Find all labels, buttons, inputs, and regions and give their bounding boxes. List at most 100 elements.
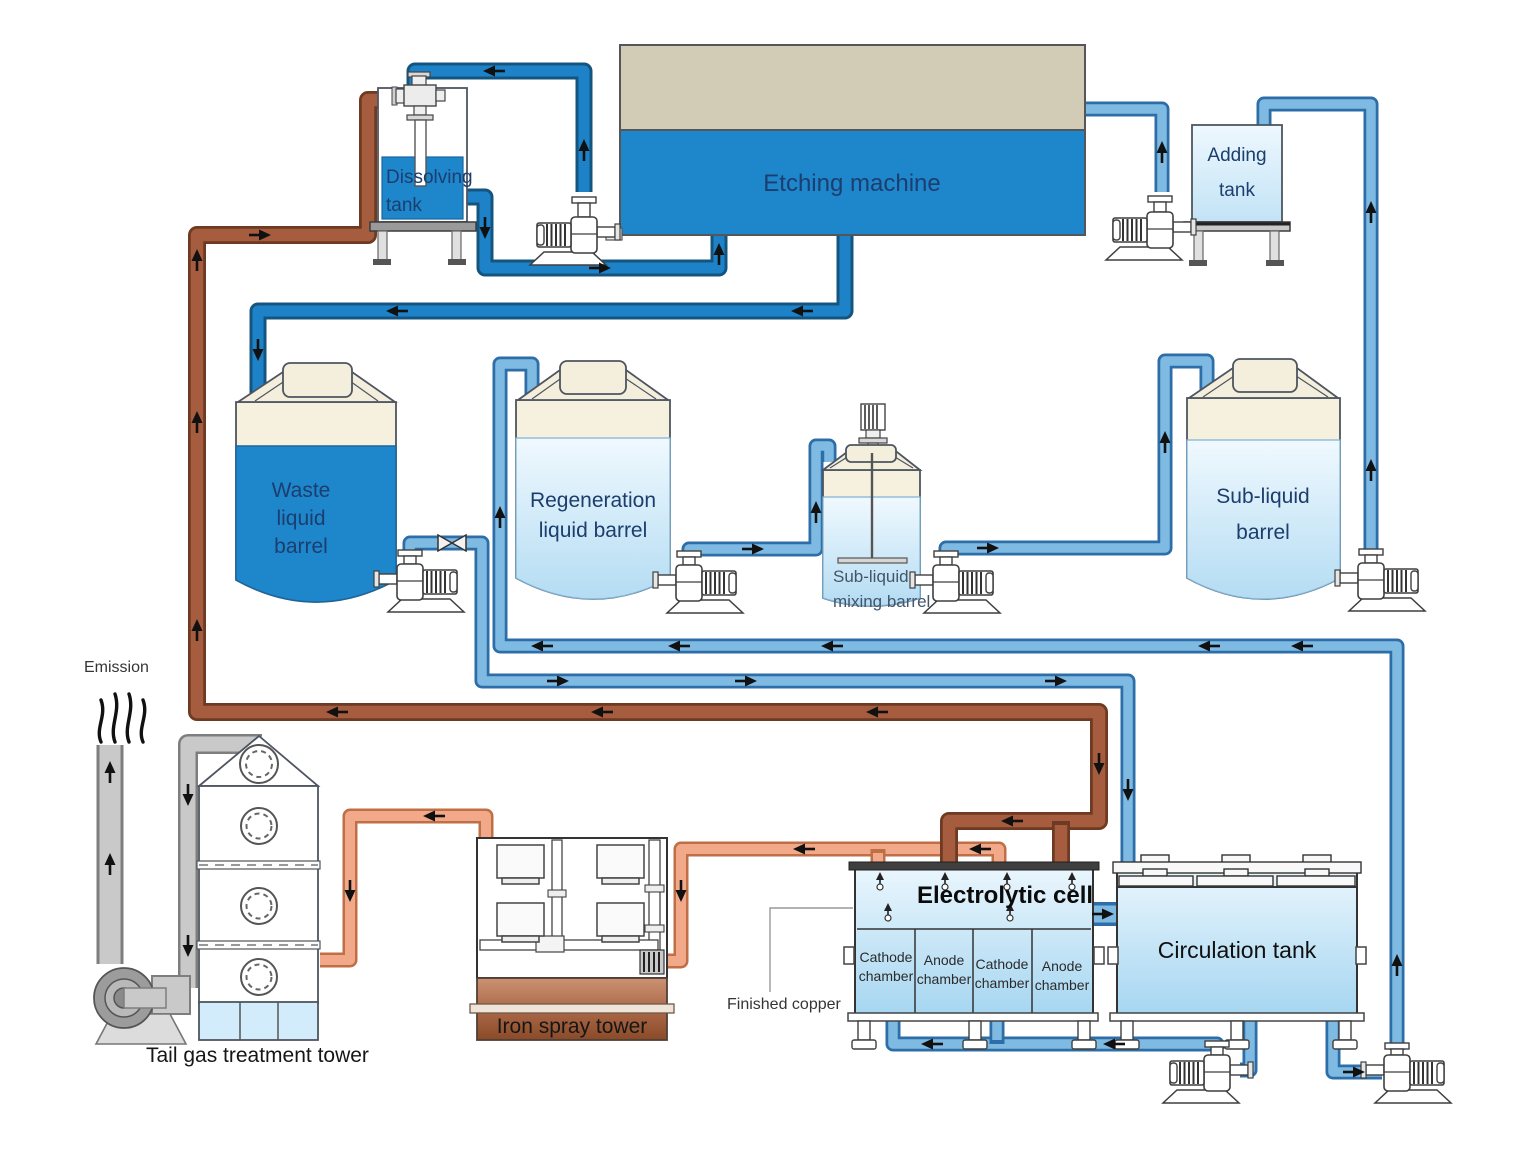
- sub-liquid-barrel-label: barrel: [1236, 521, 1290, 544]
- dissolving-mixer-icon: [391, 71, 446, 187]
- flow-arrow-icon: [791, 305, 813, 317]
- tail-gas-treatment-tower: Emission Tail gas treatment tower: [84, 659, 369, 1067]
- chamber-label: chamber: [917, 971, 972, 987]
- pump-icon: [1104, 195, 1197, 261]
- electrode-markers: [876, 872, 1076, 922]
- flow-arrow-icon: [969, 843, 991, 855]
- flow-arrow-icon: [821, 640, 843, 652]
- mixing-barrel-label: Sub-liquid: [833, 567, 909, 586]
- pumps-layer: [373, 195, 1453, 1104]
- flow-arrow-icon: [921, 1038, 943, 1050]
- finished-copper-annotation: Finished copper: [727, 907, 853, 1013]
- flow-arrow-icon: [1103, 1038, 1125, 1050]
- circulation-tank-label: Circulation tank: [1158, 937, 1317, 963]
- chamber-label: chamber: [859, 968, 914, 984]
- equipment-foot-icon: [851, 1020, 877, 1050]
- pump-icon: [909, 550, 1002, 614]
- equipment-foot-icon: [1332, 1020, 1358, 1050]
- chamber-label: chamber: [1035, 977, 1090, 993]
- pipe-circpump-to-regeneration-barrel: [492, 356, 1405, 1050]
- flow-arrow-icon: [735, 675, 757, 687]
- pump-icon: [1161, 1040, 1254, 1104]
- flow-arrow-icon: [1291, 640, 1313, 652]
- flow-arrow-icon: [1156, 141, 1168, 163]
- electrolytic-cell-label: Electrolytic cell: [917, 882, 1093, 909]
- flow-arrow-icon: [810, 501, 822, 523]
- duct-tower-to-fan: [178, 734, 262, 988]
- spray-nozzle-boxes: [496, 844, 645, 943]
- flow-arrow-icon: [182, 935, 194, 957]
- flow-arrow-icon: [479, 217, 491, 239]
- pipe-spraytower-to-tailgas: [320, 808, 494, 968]
- flow-arrow-icon: [249, 229, 271, 241]
- electrode-marker-icon: [876, 872, 884, 891]
- drain-fitting-icon: [639, 949, 665, 975]
- waste-barrel-label: liquid: [276, 507, 325, 530]
- waste-barrel-label: Waste: [272, 479, 331, 502]
- flow-arrow-icon: [977, 542, 999, 554]
- dissolving-tank-label: Dissolving: [386, 167, 473, 188]
- flow-arrow-icon: [793, 843, 815, 855]
- emission-label: Emission: [84, 659, 149, 676]
- pump-icon: [1334, 548, 1427, 612]
- electrode-marker-icon: [884, 903, 892, 922]
- chamber-label: Anode: [924, 952, 965, 968]
- electrode-marker-icon: [1006, 903, 1014, 922]
- check-valve-icon: [437, 533, 467, 553]
- mixing-motor-icon: [858, 403, 888, 454]
- pipe-mixingpump-to-subliquid-barrel: [938, 353, 1215, 556]
- flow-arrow-icon: [326, 706, 348, 718]
- sub-liquid-mixing-barrel: Sub-liquid mixing barrel: [820, 403, 930, 611]
- electrode-marker-icon: [1003, 872, 1011, 891]
- iron-spray-tower: Iron spray tower: [469, 837, 675, 1041]
- flow-arrow-icon: [578, 139, 590, 161]
- pipe-subliquidpump-to-adding-tank: [1256, 96, 1379, 550]
- feet-layer: [851, 1020, 1358, 1050]
- waste-barrel-label: barrel: [274, 535, 328, 558]
- regeneration-liquid-barrel: Regeneration liquid barrel: [515, 360, 671, 600]
- pump-icon: [652, 550, 745, 614]
- regeneration-barrel-label: liquid barrel: [539, 519, 648, 542]
- waste-liquid-barrel: Waste liquid barrel: [235, 362, 398, 603]
- tank-lids: [1112, 854, 1362, 887]
- flow-arrow-icon: [104, 853, 116, 875]
- flow-arrow-icon: [252, 339, 264, 361]
- pipe-wastepump-to-circulation-tank: [402, 535, 1136, 864]
- finished-copper-label: Finished copper: [727, 996, 842, 1013]
- flow-arrow-icon: [1365, 459, 1377, 481]
- flow-arrow-icon: [386, 305, 408, 317]
- electrode-marker-icon: [941, 872, 949, 891]
- electrolytic-cell: Electrolytic cell Cathode chamber Anode …: [727, 861, 1105, 1022]
- flow-arrow-icon: [1001, 815, 1023, 827]
- flow-arrow-icon: [547, 675, 569, 687]
- flow-arrow-icon: [182, 784, 194, 806]
- pump-icon: [1360, 1042, 1453, 1104]
- regeneration-barrel-label: Regeneration: [530, 489, 656, 512]
- pipes-layer: [96, 62, 1405, 1080]
- flow-arrow-icon: [483, 65, 505, 77]
- electrode-marker-icon: [1068, 872, 1076, 891]
- flow-arrow-icon: [866, 706, 888, 718]
- chamber-label: Cathode: [976, 956, 1029, 972]
- chamber-label: Cathode: [860, 949, 913, 965]
- flow-arrows-layer: [104, 65, 1403, 1078]
- adding-tank-label: Adding: [1207, 145, 1266, 166]
- flow-arrow-icon: [104, 761, 116, 783]
- flow-arrow-icon: [742, 543, 764, 555]
- mixing-barrel-label: mixing barrel: [833, 592, 930, 611]
- chamber-label: chamber: [975, 975, 1030, 991]
- pipe-cell-to-spraytower: [666, 841, 1007, 969]
- flow-arrow-icon: [1365, 201, 1377, 223]
- etching-machine: Etching machine: [605, 44, 1086, 241]
- emission-smoke-icon: [97, 692, 147, 744]
- flow-arrow-icon: [1045, 675, 1067, 687]
- iron-spray-tower-label: Iron spray tower: [497, 1015, 648, 1038]
- pipe-regenpump-to-mixing-barrel: [681, 438, 837, 557]
- flow-arrow-icon: [344, 880, 356, 902]
- chamber-label: Anode: [1042, 958, 1083, 974]
- flow-arrow-icon: [1391, 954, 1403, 976]
- equipment-foot-icon: [1071, 1020, 1097, 1050]
- tail-gas-tower-label: Tail gas treatment tower: [146, 1044, 369, 1067]
